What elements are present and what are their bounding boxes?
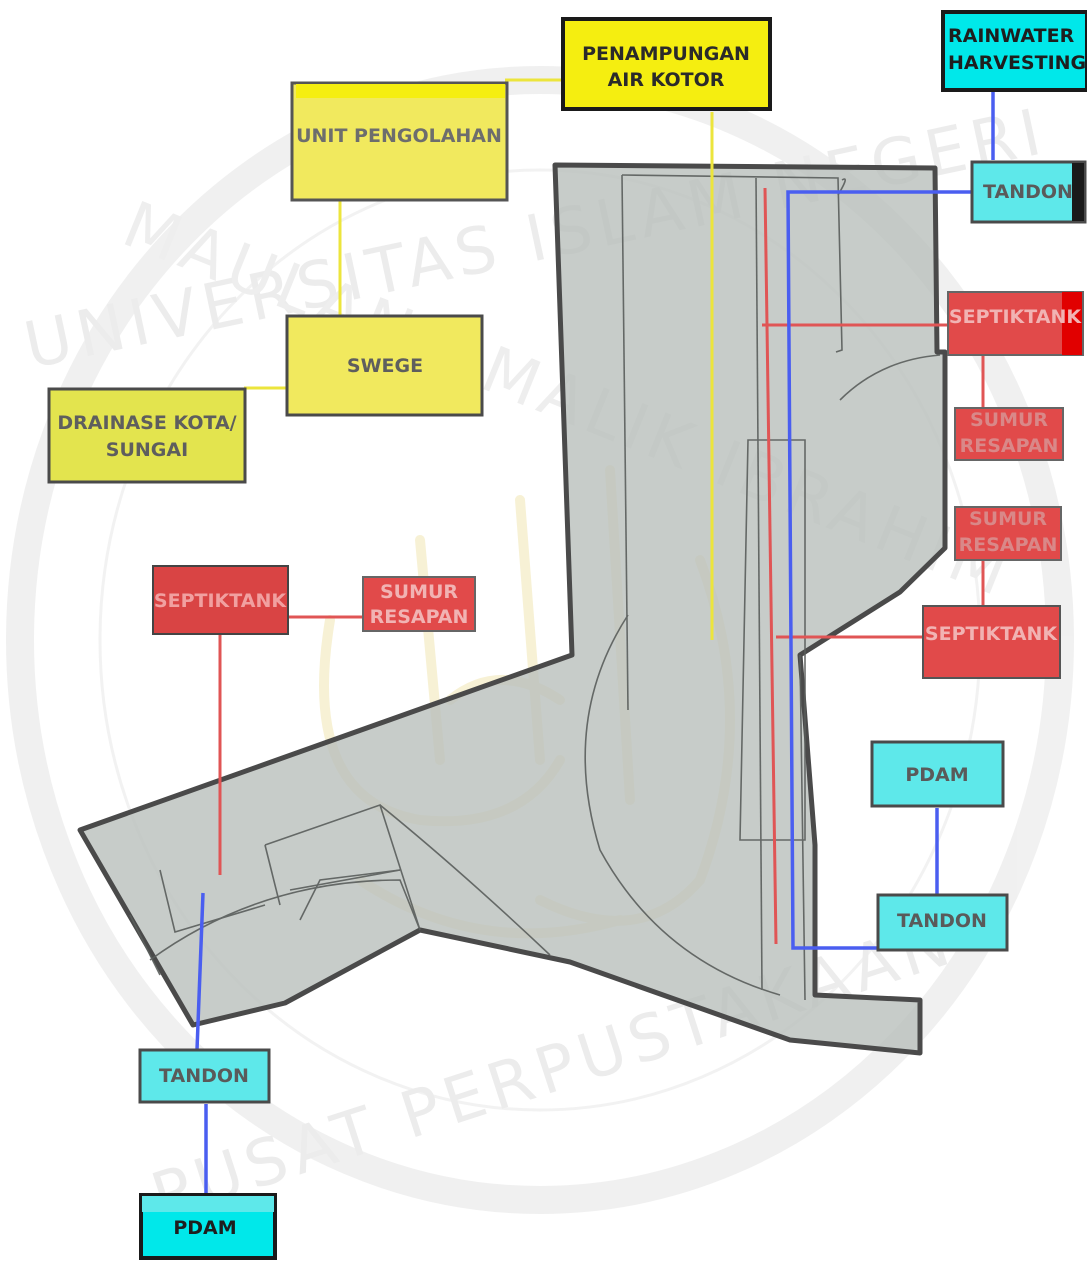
sumur-resapan-right-top-box: SUMUR RESAPAN — [954, 407, 1064, 461]
site-footprint — [77, 162, 948, 1056]
drainase-line1: DRAINASE KOTA/ — [57, 412, 236, 434]
pdam-right-box: PDAM — [870, 740, 1005, 808]
tandon-top-label: TANDON — [983, 181, 1073, 203]
tandon-right-label: TANDON — [897, 910, 987, 932]
septiktank-right-mid-box: SEPTIKTANK — [922, 605, 1061, 679]
septiktank-left-label: SEPTIKTANK — [154, 590, 287, 612]
pdam-left-label: PDAM — [173, 1217, 236, 1239]
penampungan-line1: PENAMPUNGAN — [582, 43, 750, 65]
unit-pengolahan-box: UNIT PENGOLAHAN — [290, 81, 509, 202]
septiktank-left-box: SEPTIKTANK — [152, 565, 289, 635]
blue-water-lines — [195, 90, 995, 1195]
sumur-right-mid-line1: SUMUR — [969, 508, 1047, 530]
tandon-top-box: TANDON — [970, 160, 1087, 224]
tandon-right-box: TANDON — [876, 893, 1009, 952]
building-site-plan — [77, 162, 948, 1056]
rainwater-line1: RAINWATER — [948, 25, 1075, 47]
red-septic-lines — [218, 187, 985, 945]
drainase-kota-box: DRAINASE KOTA/ SUNGAI — [47, 387, 247, 484]
pdam-left-box: PDAM — [139, 1193, 277, 1260]
septiktank-right-mid-label: SEPTIKTANK — [925, 623, 1058, 645]
tandon-left-label: TANDON — [159, 1065, 249, 1087]
sumur-right-top-line2: RESAPAN — [960, 435, 1059, 457]
sumur-left-line2: RESAPAN — [370, 606, 469, 628]
swege-box: SWEGE — [285, 314, 484, 417]
sumur-resapan-left-box: SUMUR RESAPAN — [362, 576, 476, 632]
pdam-right-label: PDAM — [905, 764, 968, 786]
rainwater-harvesting-box: RAINWATER HARVESTING — [941, 10, 1087, 92]
penampungan-air-kotor-box: PENAMPUNGAN AIR KOTOR — [561, 17, 772, 111]
sumur-right-top-line1: SUMUR — [970, 409, 1048, 431]
rainwater-line2: HARVESTING — [948, 52, 1086, 74]
sumur-right-mid-line2: RESAPAN — [959, 534, 1058, 556]
sumur-left-line1: SUMUR — [380, 581, 458, 603]
tandon-left-box: TANDON — [138, 1048, 271, 1104]
sumur-resapan-right-mid-box: SUMUR RESAPAN — [954, 506, 1062, 561]
unit-pengolahan-label: UNIT PENGOLAHAN — [296, 125, 502, 147]
drainase-line2: SUNGAI — [106, 439, 188, 461]
penampungan-line2: AIR KOTOR — [608, 69, 725, 91]
septiktank-right-top-box: SEPTIKTANK — [947, 291, 1084, 356]
septiktank-right-top-label: SEPTIKTANK — [949, 306, 1082, 328]
swege-label: SWEGE — [347, 355, 423, 377]
